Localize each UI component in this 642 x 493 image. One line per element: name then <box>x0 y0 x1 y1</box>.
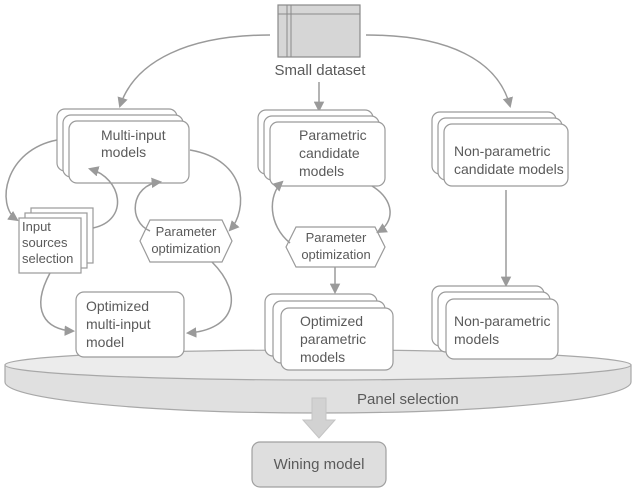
arrow-multi-input-to-optimization <box>189 149 242 232</box>
parametric-candidate-models-label: Parametric candidate models <box>299 127 367 179</box>
arrow-optimization-to-multi-input <box>134 177 163 232</box>
parameter-optimization-hexagon-1 <box>139 219 233 263</box>
winning-model-label: Wining model <box>273 456 365 473</box>
input-sources-label: Input sources selection <box>22 219 74 266</box>
winning-model-box <box>251 441 387 488</box>
panel-selection-label: Panel selection <box>357 391 459 408</box>
dataset-table-icon <box>277 4 361 58</box>
non-parametric-candidate-models-stack <box>431 111 569 187</box>
non-parametric-candidate-models-label: Non-parametric candidate models <box>454 143 564 177</box>
optimized-multi-input-model-label: Optimized multi-input model <box>86 298 151 350</box>
non-parametric-models-stack <box>431 285 559 360</box>
arrow-multi-input-to-sources <box>5 139 58 222</box>
parametric-candidate-models-stack <box>257 109 386 187</box>
arrow-dataset-to-non-parametric <box>365 34 513 109</box>
arrow-sources-to-multi-input <box>87 166 119 229</box>
input-sources-stack <box>18 207 94 274</box>
parameter-optimization-label-1: Parameter optimization <box>151 224 221 256</box>
arrow-dataset-to-multi-input <box>117 34 271 108</box>
arrow-optimization-to-optimized-model <box>185 261 233 338</box>
optimized-multi-input-model-box <box>75 291 185 358</box>
non-parametric-models-label: Non-parametric models <box>454 313 551 347</box>
multi-input-models-label: Multi-input models <box>101 127 166 160</box>
arrow-optimization-to-parametric <box>271 180 291 244</box>
arrow-parametric-to-optimization <box>371 185 391 234</box>
arrow-sources-to-optimized-model <box>40 272 76 336</box>
optimized-parametric-models-label: Optimized parametric models <box>300 313 367 365</box>
parameter-optimization-hexagon-2 <box>285 226 386 268</box>
parameter-optimization-label-2: Parameter optimization <box>301 230 371 262</box>
thick-arrow-down <box>301 397 337 439</box>
optimized-parametric-models-stack <box>264 293 394 371</box>
dataset-label: Small dataset <box>274 62 366 79</box>
